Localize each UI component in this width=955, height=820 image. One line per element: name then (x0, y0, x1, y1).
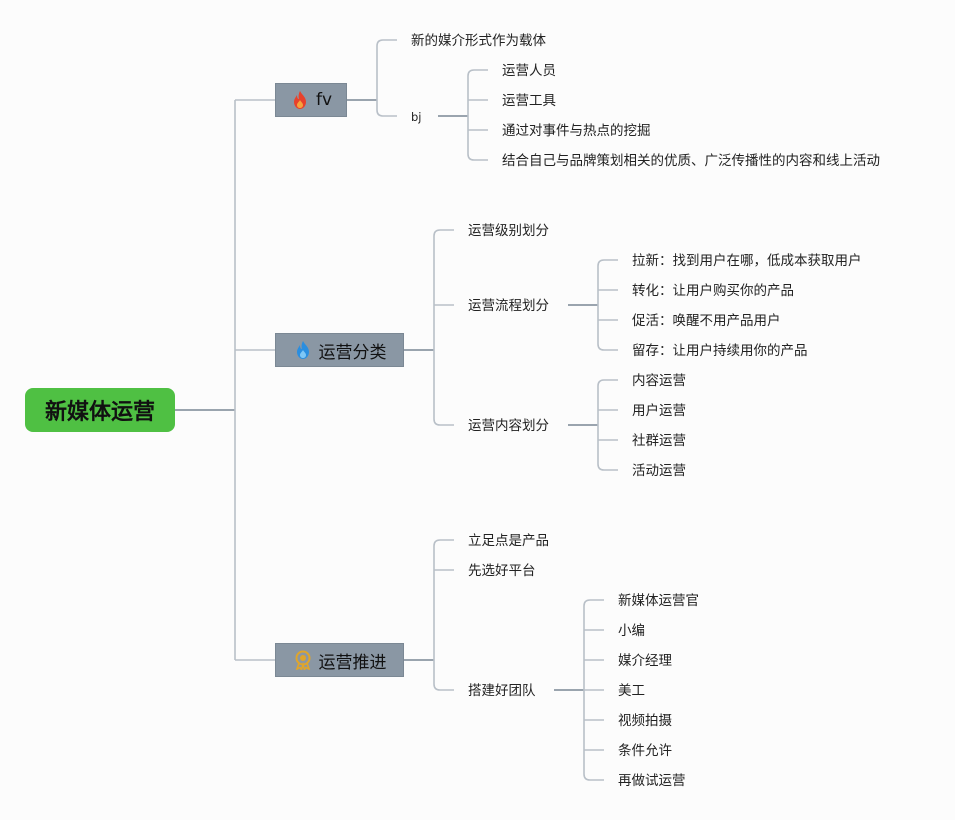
process-item-4[interactable]: 留存：让用户持续用你的产品 (632, 343, 808, 359)
fv-item-bj[interactable]: bj (411, 110, 422, 124)
advance-item-3[interactable]: 搭建好团队 (468, 683, 536, 699)
team-item-5[interactable]: 视频拍摄 (618, 713, 672, 729)
bj-item-3[interactable]: 通过对事件与热点的挖掘 (502, 123, 651, 139)
branch-fv-label: fv (315, 90, 333, 110)
content-item-4[interactable]: 活动运营 (632, 463, 686, 479)
root-label: 新媒体运营 (44, 400, 155, 425)
fire-blue-icon (293, 340, 313, 360)
team-item-2[interactable]: 小编 (618, 623, 645, 639)
branch-classify-label: 运营分类 (318, 342, 387, 363)
root-node[interactable]: 新媒体运营 (25, 388, 175, 432)
process-item-2[interactable]: 转化：让用户购买你的产品 (632, 283, 794, 299)
branch-classify[interactable]: 运营分类 (275, 333, 404, 367)
bj-item-1[interactable]: 运营人员 (502, 63, 556, 79)
fv-item-1[interactable]: 新的媒介形式作为载体 (411, 33, 546, 49)
branch-advance[interactable]: 运营推进 (275, 643, 404, 677)
process-item-1[interactable]: 拉新：找到用户在哪，低成本获取用户 (632, 253, 862, 269)
award-medal-icon (293, 650, 313, 670)
process-item-3[interactable]: 促活：唤醒不用产品用户 (632, 313, 781, 329)
branch-fv[interactable]: fv (275, 83, 347, 117)
team-item-6[interactable]: 条件允许 (618, 743, 672, 759)
fire-red-icon (290, 90, 310, 110)
team-item-1[interactable]: 新媒体运营官 (618, 593, 699, 609)
classify-item-process[interactable]: 运营流程划分 (468, 298, 549, 314)
bj-item-4[interactable]: 结合自己与品牌策划相关的优质、广泛传播性的内容和线上活动 (502, 153, 880, 169)
content-item-1[interactable]: 内容运营 (632, 373, 686, 389)
classify-item-content[interactable]: 运营内容划分 (468, 418, 549, 434)
advance-item-1[interactable]: 立足点是产品 (468, 533, 549, 549)
content-item-3[interactable]: 社群运营 (632, 433, 686, 449)
team-item-3[interactable]: 媒介经理 (618, 653, 672, 669)
classify-item-level[interactable]: 运营级别划分 (468, 223, 549, 239)
content-item-2[interactable]: 用户运营 (632, 403, 686, 419)
branch-advance-label: 运营推进 (318, 652, 387, 673)
team-item-4[interactable]: 美工 (618, 683, 645, 699)
bj-item-2[interactable]: 运营工具 (502, 93, 556, 109)
team-item-7[interactable]: 再做试运营 (618, 773, 686, 789)
advance-item-2[interactable]: 先选好平台 (468, 563, 536, 579)
